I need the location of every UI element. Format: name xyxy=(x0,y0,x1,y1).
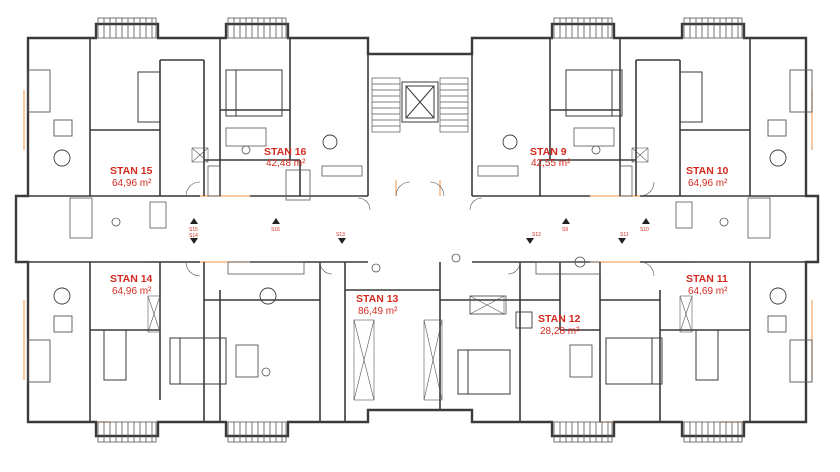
section-marker-s15: S15 xyxy=(189,227,198,233)
section-marker-s11: S11 xyxy=(620,232,629,238)
apartment-area-stan-9: 42,55 m² xyxy=(531,158,571,169)
elevator-icon xyxy=(401,81,439,123)
section-arrows xyxy=(190,218,650,244)
wardrobe-marks xyxy=(147,147,693,401)
dining-table-icon xyxy=(53,134,787,329)
kitchen-counter-icon xyxy=(149,165,693,275)
apartment-name-stan-12: STAN 12 xyxy=(538,313,581,325)
apartment-name-stan-10: STAN 10 xyxy=(686,165,729,177)
apartment-area-stan-14: 64,96 m² xyxy=(112,286,152,297)
section-marker-s13: S13 xyxy=(336,232,345,238)
section-marker-s14: S14 xyxy=(189,233,198,239)
bed-icon xyxy=(103,69,719,395)
sofa-icon xyxy=(27,69,813,383)
exterior-walls xyxy=(14,22,820,438)
stair-icon xyxy=(371,77,469,133)
apartment-name-stan-13: STAN 13 xyxy=(356,293,399,305)
balconies xyxy=(97,17,743,443)
apartment-name-stan-14: STAN 14 xyxy=(110,273,153,285)
section-marker-s10: S10 xyxy=(640,227,649,233)
apartment-area-stan-10: 64,96 m² xyxy=(688,178,728,189)
apartment-name-stan-11: STAN 11 xyxy=(686,273,728,285)
apartment-area-stan-11: 64,69 m² xyxy=(688,286,728,297)
interior-walls xyxy=(28,38,806,422)
apartment-area-stan-15: 64,96 m² xyxy=(112,178,152,189)
section-marker-s16: S16 xyxy=(271,227,280,233)
apartment-labels: STAN 15 64,96 m² STAN 16 42,48 m² STAN 9… xyxy=(110,146,729,337)
section-marker-s9: S9 xyxy=(562,227,568,233)
apartment-area-stan-16: 42,48 m² xyxy=(266,158,306,169)
apartment-area-stan-12: 28,28 m² xyxy=(540,326,580,337)
apartment-name-stan-15: STAN 15 xyxy=(110,165,153,177)
apartment-name-stan-9: STAN 9 xyxy=(530,146,567,158)
apartment-area-stan-13: 86,49 m² xyxy=(358,306,398,317)
section-marker-s12: S12 xyxy=(532,232,541,238)
door-arc-icon xyxy=(185,181,655,277)
section-labels: S15 S16 S14 S13 S12 S9 S11 S10 xyxy=(189,227,649,239)
apartment-name-stan-16: STAN 16 xyxy=(264,146,307,158)
